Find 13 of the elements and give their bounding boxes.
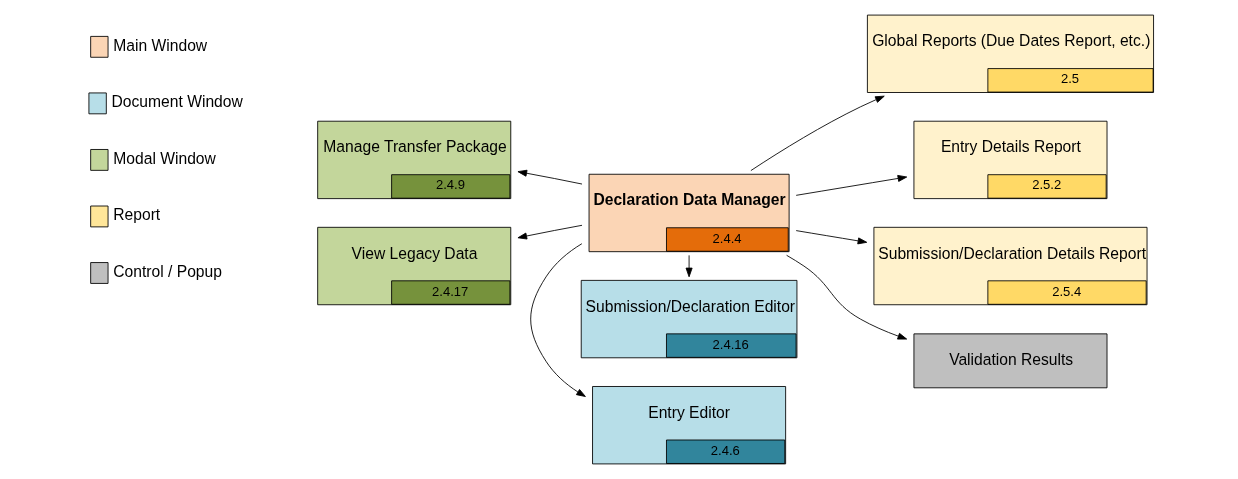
arrow — [795, 230, 867, 245]
legend-label: Report — [112, 206, 160, 224]
arrow — [749, 95, 885, 172]
legend-label: Modal Window — [112, 149, 216, 167]
arrow — [785, 254, 907, 340]
arrow — [685, 254, 693, 278]
arrow — [517, 169, 582, 185]
arrow — [529, 243, 586, 397]
legend-label: Document Window — [111, 93, 243, 111]
legend-label: Main Window — [112, 36, 207, 54]
arrow — [795, 174, 907, 196]
arrow — [517, 224, 582, 240]
legend-label: Control / Popup — [112, 262, 222, 280]
